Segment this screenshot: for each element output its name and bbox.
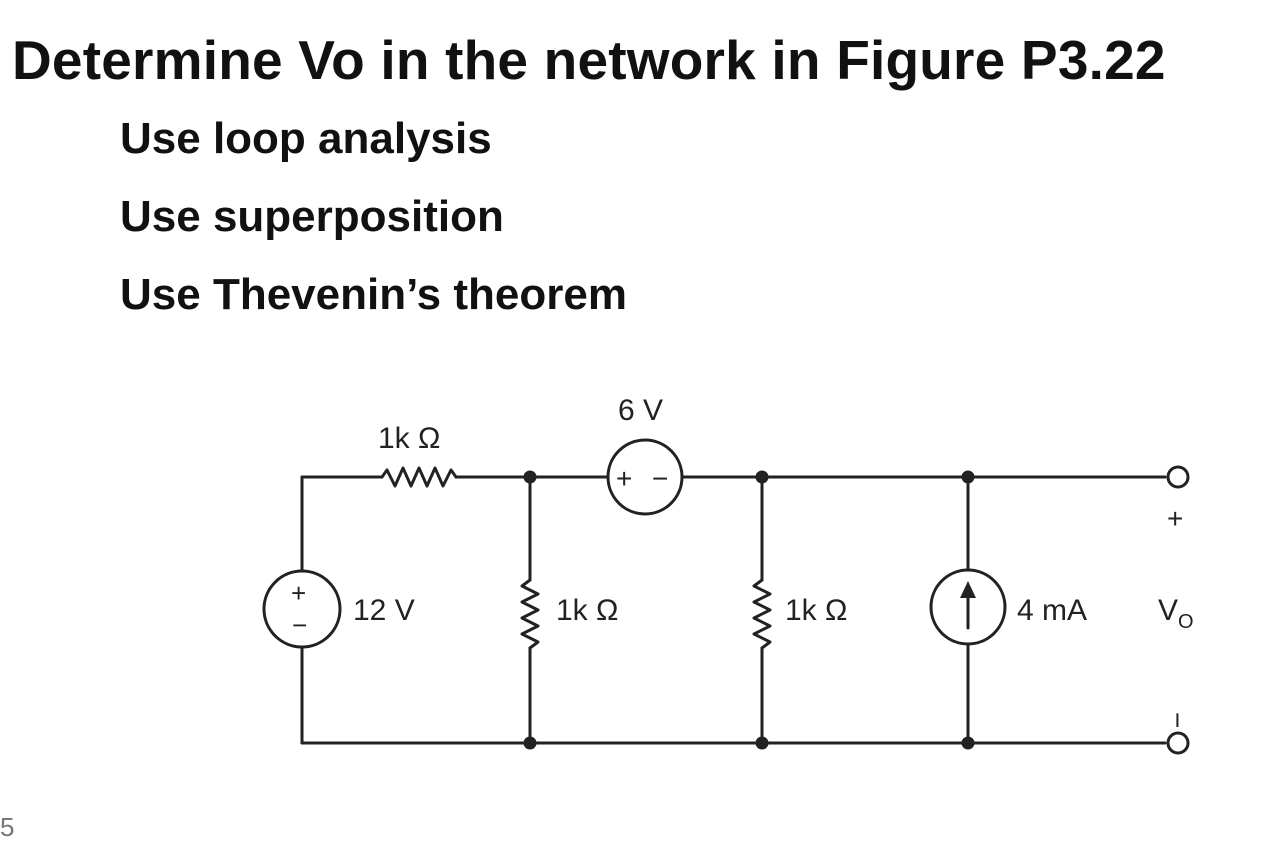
label-r-mid2: 1k Ω bbox=[785, 594, 847, 627]
node-dot bbox=[523, 736, 537, 750]
node-dot bbox=[755, 736, 769, 750]
method-superposition: Use superposition bbox=[120, 192, 504, 241]
label-vo: VO bbox=[1158, 594, 1194, 633]
minus-sign-vo: − bbox=[1162, 712, 1193, 728]
plus-sign-6v: + bbox=[616, 463, 632, 494]
plus-sign-12v: + bbox=[291, 578, 306, 608]
label-i-4ma: 4 mA bbox=[1017, 594, 1087, 627]
resistor-mid1 bbox=[520, 578, 540, 650]
page-number: 5 bbox=[0, 812, 15, 842]
minus-sign-6v: − bbox=[652, 463, 668, 494]
label-r-top: 1k Ω bbox=[378, 422, 440, 455]
output-terminal-top bbox=[1166, 465, 1190, 489]
problem-title: Determine Vo in the network in Figure P3… bbox=[12, 29, 1166, 91]
minus-sign-12v: − bbox=[292, 610, 307, 640]
node-dot bbox=[961, 470, 975, 484]
node-dot bbox=[961, 736, 975, 750]
method-thevenin: Use Thevenin’s theorem bbox=[120, 270, 627, 319]
node-dot bbox=[523, 470, 537, 484]
resistor-mid2 bbox=[752, 578, 772, 650]
method-loop-analysis: Use loop analysis bbox=[120, 114, 492, 163]
output-terminal-bottom bbox=[1166, 731, 1190, 755]
label-v-12v: 12 V bbox=[353, 594, 415, 627]
label-r-mid1: 1k Ω bbox=[556, 594, 618, 627]
label-v-6v: 6 V bbox=[618, 394, 663, 427]
node-dot bbox=[755, 470, 769, 484]
resistor-top bbox=[380, 466, 458, 488]
up-arrow-icon bbox=[960, 581, 976, 598]
plus-sign-vo: + bbox=[1167, 503, 1183, 534]
